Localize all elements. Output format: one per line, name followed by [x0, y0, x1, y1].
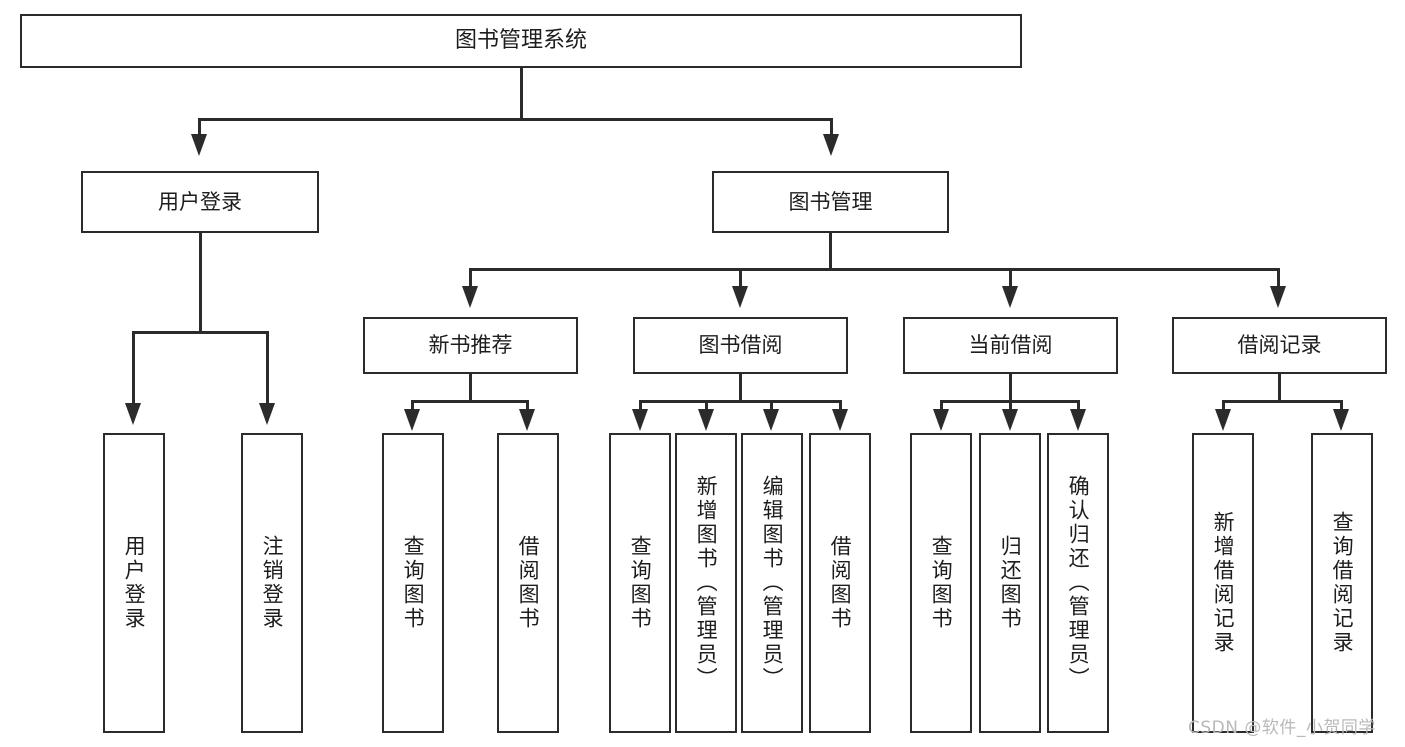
connector-current-drop-1 [940, 400, 943, 412]
node-label: 编辑图书（管理员） [760, 475, 785, 691]
connector-borrow-drop-1 [639, 400, 642, 412]
leaf-user-login-login[interactable]: 用户登录 [103, 433, 165, 733]
arrowhead-current-borrow [1002, 286, 1018, 308]
node-label: 当前借阅 [968, 333, 1053, 358]
arrowhead-leaf-user-login-1 [125, 403, 141, 425]
node-user-login[interactable]: 用户登录 [81, 171, 319, 233]
arrowhead-leaf-current-3 [1070, 409, 1086, 431]
node-label: 查询图书 [628, 535, 653, 631]
leaf-recommend-borrow-book[interactable]: 借阅图书 [497, 433, 559, 733]
node-label: 查询图书 [401, 535, 426, 631]
node-label: 借阅图书 [828, 535, 853, 631]
arrowhead-new-book-recommend [462, 286, 478, 308]
arrowhead-user-login [191, 134, 207, 156]
arrowhead-leaf-recommend-1 [404, 409, 420, 431]
node-book-borrow[interactable]: 图书借阅 [633, 317, 848, 374]
connector-book-manage-stem [829, 233, 832, 270]
leaf-borrow-edit-book-admin[interactable]: 编辑图书（管理员） [741, 433, 803, 733]
connector-level3-drop-3 [1009, 268, 1012, 290]
connector-record-drop-2 [1340, 400, 1343, 412]
node-label: 图书管理系统 [454, 28, 587, 54]
connector-current-drop-2 [1009, 400, 1012, 412]
watermark-text: CSDN @软件_小贺同学 [1188, 718, 1376, 738]
arrowhead-leaf-borrow-3 [763, 409, 779, 431]
node-book-management[interactable]: 图书管理 [712, 171, 949, 233]
node-root-system[interactable]: 图书管理系统 [20, 14, 1022, 68]
connector-level3-drop-2 [739, 268, 742, 290]
connector-borrow-drop-4 [839, 400, 842, 412]
connector-current-drop-3 [1077, 400, 1080, 412]
connector-record-stem [1278, 374, 1281, 402]
arrowhead-leaf-borrow-2 [698, 409, 714, 431]
node-label: 确认归还（管理员） [1066, 475, 1091, 691]
node-label: 用户登录 [122, 535, 147, 631]
node-label: 新增借阅记录 [1211, 511, 1236, 655]
arrowhead-book-borrow [732, 286, 748, 308]
connector-root-stem [520, 68, 523, 120]
connector-recommend-stem [469, 374, 472, 402]
connector-level3-drop-4 [1277, 268, 1280, 290]
connector-level2-drop-right [830, 118, 833, 140]
leaf-current-return-book[interactable]: 归还图书 [979, 433, 1041, 733]
node-label: 查询借阅记录 [1330, 511, 1355, 655]
connector-level3-drop-1 [469, 268, 472, 290]
arrowhead-leaf-recommend-2 [519, 409, 535, 431]
connector-level2-drop-left [198, 118, 201, 140]
node-label: 借阅记录 [1237, 333, 1322, 358]
connector-recommend-drop-2 [526, 400, 529, 412]
leaf-user-login-logout[interactable]: 注销登录 [241, 433, 303, 733]
connector-recommend-bar [411, 400, 528, 403]
leaf-current-query-book[interactable]: 查询图书 [910, 433, 972, 733]
arrowhead-leaf-current-1 [933, 409, 949, 431]
node-label: 借阅图书 [516, 535, 541, 631]
leaf-borrow-add-book-admin[interactable]: 新增图书（管理员） [675, 433, 737, 733]
leaf-record-query-record[interactable]: 查询借阅记录 [1311, 433, 1373, 733]
arrowhead-leaf-user-login-2 [259, 403, 275, 425]
node-label: 新增图书（管理员） [694, 475, 719, 691]
connector-borrow-stem [739, 374, 742, 402]
connector-borrow-bar [639, 400, 842, 403]
connector-recommend-drop-1 [411, 400, 414, 412]
node-label: 新书推荐 [428, 333, 513, 358]
connector-user-login-drop-2 [266, 331, 269, 405]
connector-level2-bar [198, 118, 832, 121]
connector-current-stem [1009, 374, 1012, 402]
node-new-book-recommend[interactable]: 新书推荐 [363, 317, 578, 374]
arrowhead-leaf-current-2 [1002, 409, 1018, 431]
connector-user-login-stem [199, 233, 202, 333]
connector-borrow-drop-3 [770, 400, 773, 412]
node-label: 图书借阅 [698, 333, 783, 358]
connector-user-login-bar [132, 331, 268, 334]
node-current-borrow[interactable]: 当前借阅 [903, 317, 1118, 374]
leaf-recommend-query-book[interactable]: 查询图书 [382, 433, 444, 733]
node-label: 图书管理 [788, 189, 873, 214]
node-label: 注销登录 [260, 535, 285, 631]
connector-record-drop-1 [1222, 400, 1225, 412]
leaf-borrow-borrow-book[interactable]: 借阅图书 [809, 433, 871, 733]
arrowhead-borrow-record [1270, 286, 1286, 308]
arrowhead-leaf-record-1 [1215, 409, 1231, 431]
node-label: 归还图书 [998, 535, 1023, 631]
arrowhead-leaf-borrow-4 [832, 409, 848, 431]
arrowhead-leaf-record-2 [1333, 409, 1349, 431]
connector-level3-bar [469, 268, 1280, 271]
connector-record-bar [1222, 400, 1342, 403]
node-label: 查询图书 [929, 535, 954, 631]
connector-user-login-drop-1 [132, 331, 135, 405]
arrowhead-leaf-borrow-1 [632, 409, 648, 431]
connector-borrow-drop-2 [705, 400, 708, 412]
arrowhead-book-manage [823, 134, 839, 156]
leaf-current-confirm-return-admin[interactable]: 确认归还（管理员） [1047, 433, 1109, 733]
node-label: 用户登录 [158, 189, 242, 214]
leaf-record-add-record[interactable]: 新增借阅记录 [1192, 433, 1254, 733]
leaf-borrow-query-book[interactable]: 查询图书 [609, 433, 671, 733]
node-borrow-record[interactable]: 借阅记录 [1172, 317, 1387, 374]
